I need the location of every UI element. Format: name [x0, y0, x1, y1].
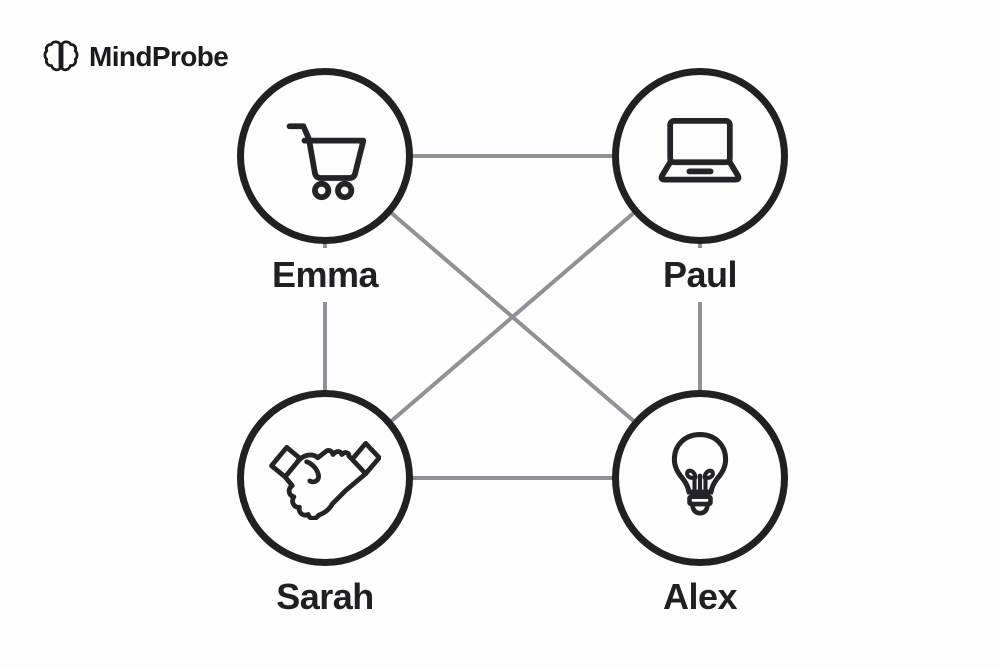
- graph-node-sarah[interactable]: [237, 390, 413, 566]
- node-label-paul: Paul: [650, 248, 750, 302]
- brand-logo: MindProbe: [42, 38, 229, 76]
- brain-icon: [43, 40, 79, 72]
- graph-node-alex[interactable]: [612, 390, 788, 566]
- graph-node-paul[interactable]: [612, 68, 788, 244]
- laptop-icon: [658, 117, 742, 182]
- brand-name: MindProbe: [89, 41, 229, 72]
- handshake-icon: [269, 440, 381, 520]
- graph-node-emma[interactable]: [237, 68, 413, 244]
- shopping-cart-icon: [286, 123, 367, 201]
- node-label-sarah: Sarah: [264, 570, 386, 624]
- lightbulb-icon: [671, 432, 729, 516]
- node-label-alex: Alex: [650, 570, 750, 624]
- node-label-emma: Emma: [259, 248, 391, 302]
